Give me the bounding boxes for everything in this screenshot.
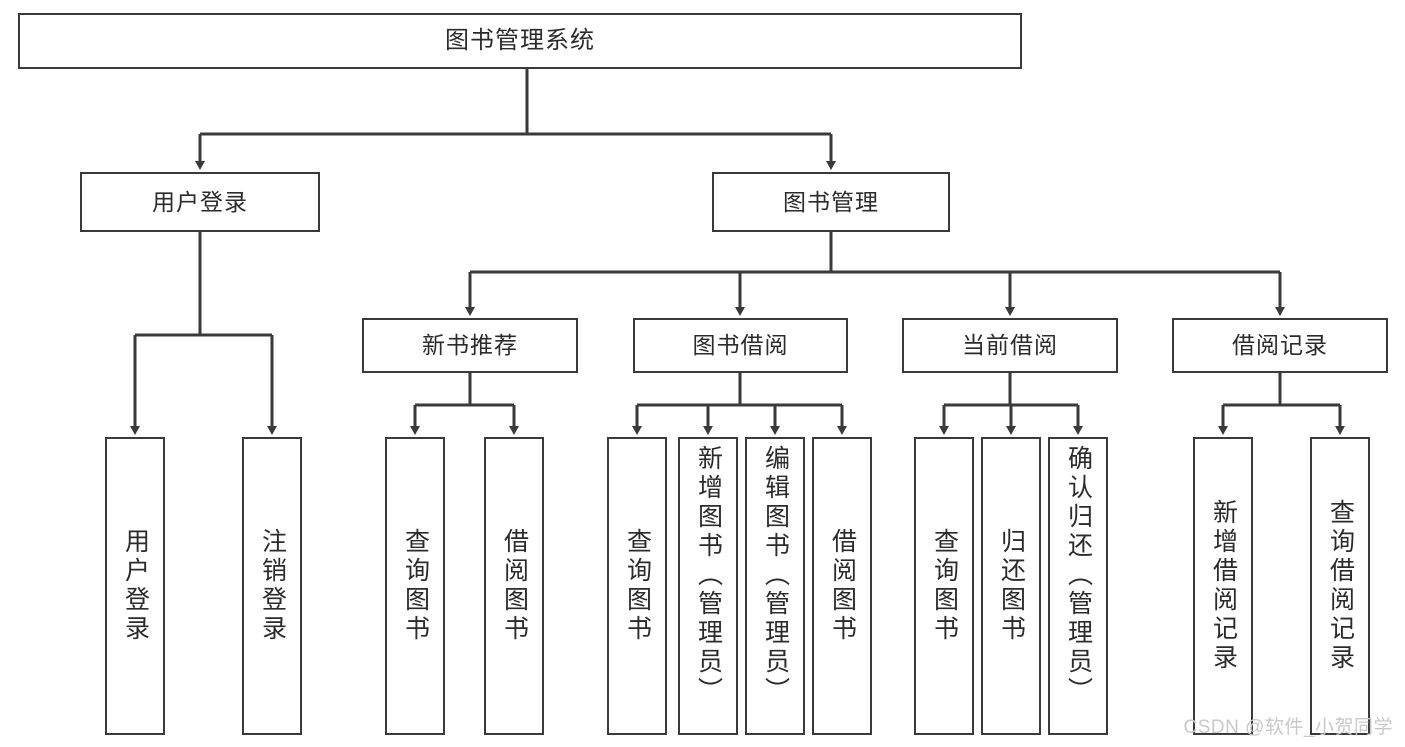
node-leaf-query-book-1-label: 查询图书	[401, 528, 430, 644]
node-new-book-recommend-label: 新书推荐	[422, 332, 518, 358]
node-book-management[interactable]: 图书管理	[712, 172, 950, 232]
node-leaf-add-borrow-record-label: 新增借阅记录	[1209, 499, 1238, 673]
node-borrow-record-label: 借阅记录	[1232, 332, 1328, 358]
node-leaf-query-book-3[interactable]: 查询图书	[914, 437, 974, 735]
node-leaf-return-book[interactable]: 归还图书	[981, 437, 1041, 735]
node-leaf-user-login[interactable]: 用户登录	[105, 437, 165, 735]
node-leaf-borrow-book-2[interactable]: 借阅图书	[812, 437, 872, 735]
node-leaf-query-borrow-record[interactable]: 查询借阅记录	[1310, 437, 1370, 735]
node-leaf-borrow-book-2-label: 借阅图书	[828, 528, 857, 644]
node-leaf-query-book-2-label: 查询图书	[623, 528, 652, 644]
node-leaf-confirm-return-label: 确认归还（管理员）	[1064, 445, 1093, 706]
node-leaf-borrow-book-1-label: 借阅图书	[500, 528, 529, 644]
csdn-watermark: CSDN @软件_小贺同学	[1183, 717, 1393, 738]
node-leaf-user-login-label: 用户登录	[121, 528, 150, 644]
node-leaf-logout[interactable]: 注销登录	[242, 437, 302, 735]
node-book-borrow[interactable]: 图书借阅	[633, 318, 848, 373]
node-leaf-borrow-book-1[interactable]: 借阅图书	[484, 437, 544, 735]
node-leaf-query-borrow-record-label: 查询借阅记录	[1326, 499, 1355, 673]
node-leaf-edit-book[interactable]: 编辑图书（管理员）	[745, 437, 805, 735]
node-book-borrow-label: 图书借阅	[692, 332, 789, 358]
node-leaf-edit-book-label: 编辑图书（管理员）	[761, 445, 790, 706]
node-new-book-recommend[interactable]: 新书推荐	[362, 318, 578, 373]
node-book-management-label: 图书管理	[783, 188, 879, 215]
node-leaf-add-borrow-record[interactable]: 新增借阅记录	[1193, 437, 1253, 735]
node-root-label: 图书管理系统	[445, 27, 595, 54]
node-root[interactable]: 图书管理系统	[18, 13, 1022, 69]
node-leaf-logout-label: 注销登录	[258, 528, 287, 644]
node-leaf-confirm-return[interactable]: 确认归还（管理员）	[1048, 437, 1108, 735]
node-leaf-add-book-label: 新增图书（管理员）	[694, 445, 723, 706]
node-borrow-record[interactable]: 借阅记录	[1172, 318, 1388, 373]
node-leaf-add-book[interactable]: 新增图书（管理员）	[678, 437, 738, 735]
node-leaf-query-book-3-label: 查询图书	[930, 528, 959, 644]
node-current-borrow-label: 当前借阅	[962, 332, 1058, 358]
node-user-login-label: 用户登录	[152, 188, 248, 215]
node-current-borrow[interactable]: 当前借阅	[902, 318, 1118, 373]
node-leaf-query-book-2[interactable]: 查询图书	[607, 437, 667, 735]
node-leaf-query-book-1[interactable]: 查询图书	[385, 437, 445, 735]
node-leaf-return-book-label: 归还图书	[997, 528, 1026, 644]
node-user-login[interactable]: 用户登录	[80, 172, 320, 232]
